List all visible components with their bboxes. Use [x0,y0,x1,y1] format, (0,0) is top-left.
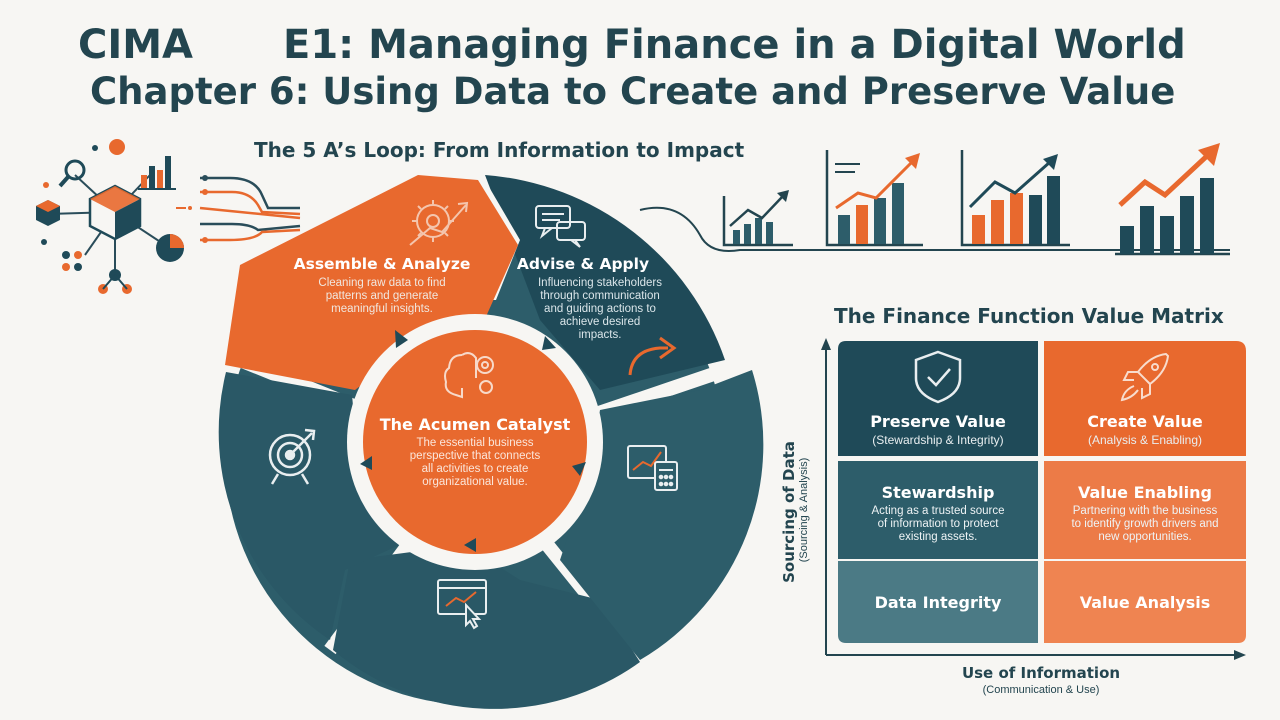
stewardship-desc-line: existing assets. [898,531,978,543]
center-desc-line: all activities to create [421,463,529,475]
loop-diagram [212,175,764,709]
loop-heading: The 5 A’s Loop: From Information to Impa… [254,138,745,162]
create-value-title: Create Value [1087,412,1203,431]
advise-desc-line: through communication [540,290,660,302]
title-chapter: Chapter 6: Using Data to Create and Pres… [90,70,1176,113]
y-axis-title: Sourcing of Data [780,441,798,583]
advise-desc-line: and guiding actions to [544,303,656,315]
title-cima: CIMA [78,22,193,68]
x-axis-title: Use of Information [961,664,1121,682]
data-network-icon [36,139,192,294]
data-flow-lines [199,175,301,243]
value-analysis-title: Value Analysis [1079,593,1211,612]
center-desc-line: perspective that connects [409,450,541,462]
stewardship-title: Stewardship [881,483,995,502]
assemble-desc-line: Cleaning raw data to find [318,277,446,289]
advise-desc-line: achieve desired [559,316,641,328]
stewardship-desc-line: of information to protect [877,518,999,530]
enabling-desc-line: Partnering with the business [1072,505,1218,517]
stewardship-desc-line: Acting as a trusted source [871,505,1005,517]
acumen-catalyst-title: The Acumen Catalyst [379,415,571,434]
matrix-heading: The Finance Function Value Matrix [834,304,1224,328]
advise-desc-line: Influencing stakeholders [537,277,663,289]
assemble-desc-line: patterns and generate [325,290,439,302]
calculator-chart-icon [627,445,678,491]
create-value-subtitle: (Analysis & Enabling) [1087,433,1203,447]
gear-growth-icon [409,200,469,246]
target-icon [268,428,316,485]
assemble-analyze-title: Assemble & Analyze [293,255,471,273]
growth-chart-icon [722,143,1230,256]
advise-desc-line: impacts. [578,329,622,341]
y-axis-subtitle: (Sourcing & Analysis) [798,457,810,563]
enabling-desc-line: new opportunities. [1098,531,1192,543]
preserve-value-subtitle: (Stewardship & Integrity) [872,433,1004,447]
curved-arrow-icon [628,336,677,376]
assemble-desc-line: meaningful insights. [331,303,433,315]
value-enabling-title: Value Enabling [1078,483,1212,502]
advise-apply-title: Advise & Apply [516,255,650,273]
preserve-value-title: Preserve Value [870,412,1006,431]
browser-chart-click-icon [437,579,487,630]
value-enabling-description: Partnering with the business to identify… [1044,505,1246,544]
shield-check-icon [914,350,962,404]
assemble-analyze-description: Cleaning raw data to find patterns and g… [282,277,482,316]
brain-gears-icon [444,352,494,399]
advise-apply-description: Influencing stakeholders through communi… [500,277,700,342]
chart-connector-line [639,206,1230,252]
speech-bubbles-icon [535,205,586,248]
title-course: E1: Managing Finance in a Digital World [283,22,1186,68]
enabling-desc-line: to identify growth drivers and [1071,518,1219,530]
center-desc-line: The essential business [416,437,534,449]
center-desc-line: organizational value. [422,476,528,488]
x-axis-subtitle: (Communication & Use) [982,684,1100,696]
stewardship-description: Acting as a trusted source of informatio… [838,505,1038,544]
rocket-icon [1120,352,1170,402]
value-matrix [821,338,1246,660]
data-integrity-title: Data Integrity [874,593,1002,612]
acumen-catalyst-description: The essential business perspective that … [375,437,575,489]
